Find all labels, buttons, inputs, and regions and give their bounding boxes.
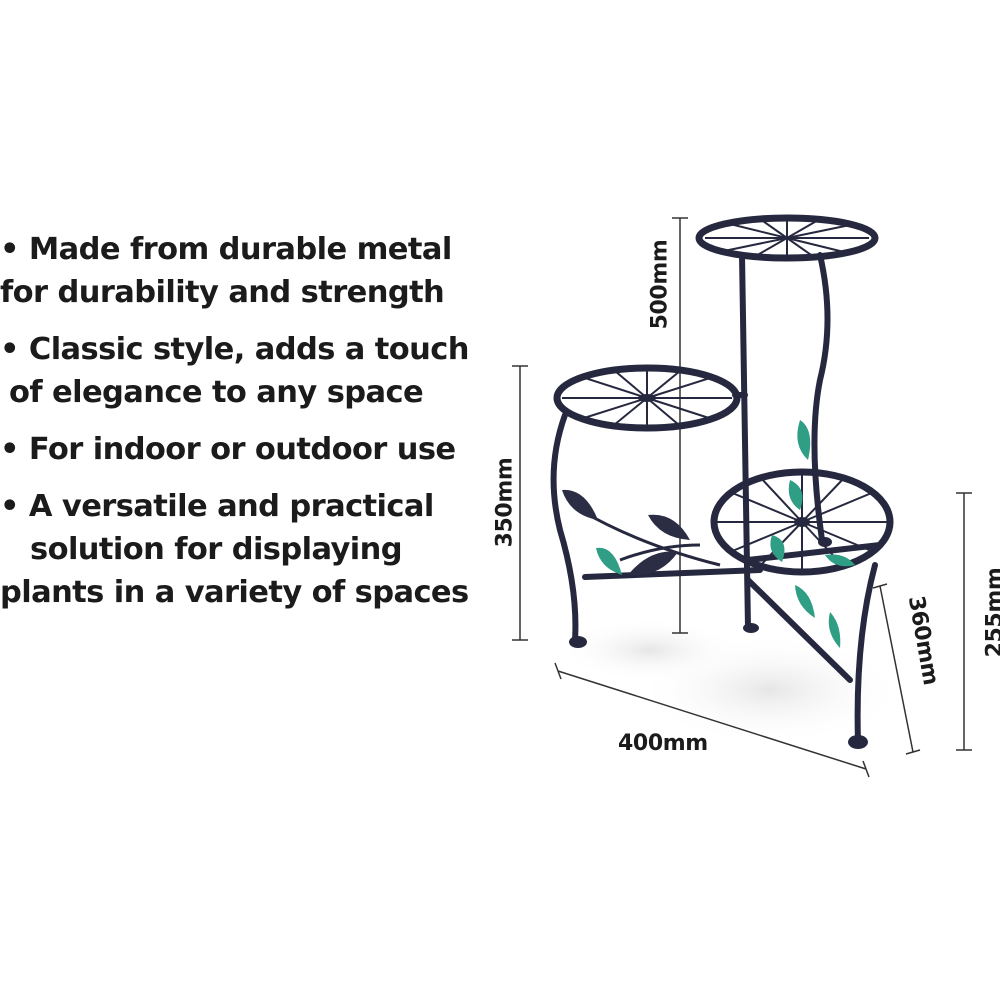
feature-line: for durability and strength <box>0 275 445 310</box>
leaf-icon <box>797 420 811 460</box>
floor-shadow <box>560 618 740 682</box>
leaf-icon <box>562 489 598 520</box>
feature-item: • A versatile and practical solution for… <box>0 485 469 614</box>
feature-line: • A versatile and practical <box>0 489 434 524</box>
feature-line: solution for displaying <box>30 532 403 567</box>
dim-label-top-height: 500mm <box>647 239 673 330</box>
top-tier-ring <box>695 214 879 262</box>
feature-line: plants in a variety of spaces <box>0 575 469 610</box>
left-tier-ring <box>553 364 741 432</box>
leaf-icon <box>648 514 690 540</box>
dim-label-width: 400mm <box>618 731 708 756</box>
dim-label-right-height: 255mm <box>982 567 1000 658</box>
feature-list: • Made from durable metal for durability… <box>0 228 469 628</box>
leaf-icon <box>628 551 678 576</box>
leaf-icon <box>795 585 815 618</box>
leaf-icon <box>825 554 855 567</box>
feature-item: • For indoor or outdoor use <box>0 428 456 471</box>
feature-line: • Classic style, adds a touch <box>0 332 469 367</box>
dimension-lines <box>512 217 972 778</box>
dim-line-width <box>557 670 867 770</box>
feature-line: • For indoor or outdoor use <box>0 432 456 467</box>
leaf-icon <box>828 612 841 648</box>
leaf-icon <box>596 547 622 575</box>
leaf-branch-decoration <box>562 420 855 648</box>
feature-line: • Made from durable metal <box>0 232 452 267</box>
leaf-icon <box>788 480 803 510</box>
feature-item: • Classic style, adds a touch of eleganc… <box>0 328 469 414</box>
leaf-icon <box>770 535 785 562</box>
stand-feet <box>569 537 868 749</box>
right-tier-ring <box>710 468 894 576</box>
feature-item: • Made from durable metal for durability… <box>0 228 452 314</box>
dim-line-right-depth <box>879 585 914 753</box>
dim-label-left-height: 350mm <box>492 457 518 548</box>
stand-frame <box>550 252 883 745</box>
feature-line: of elegance to any space <box>8 375 424 410</box>
